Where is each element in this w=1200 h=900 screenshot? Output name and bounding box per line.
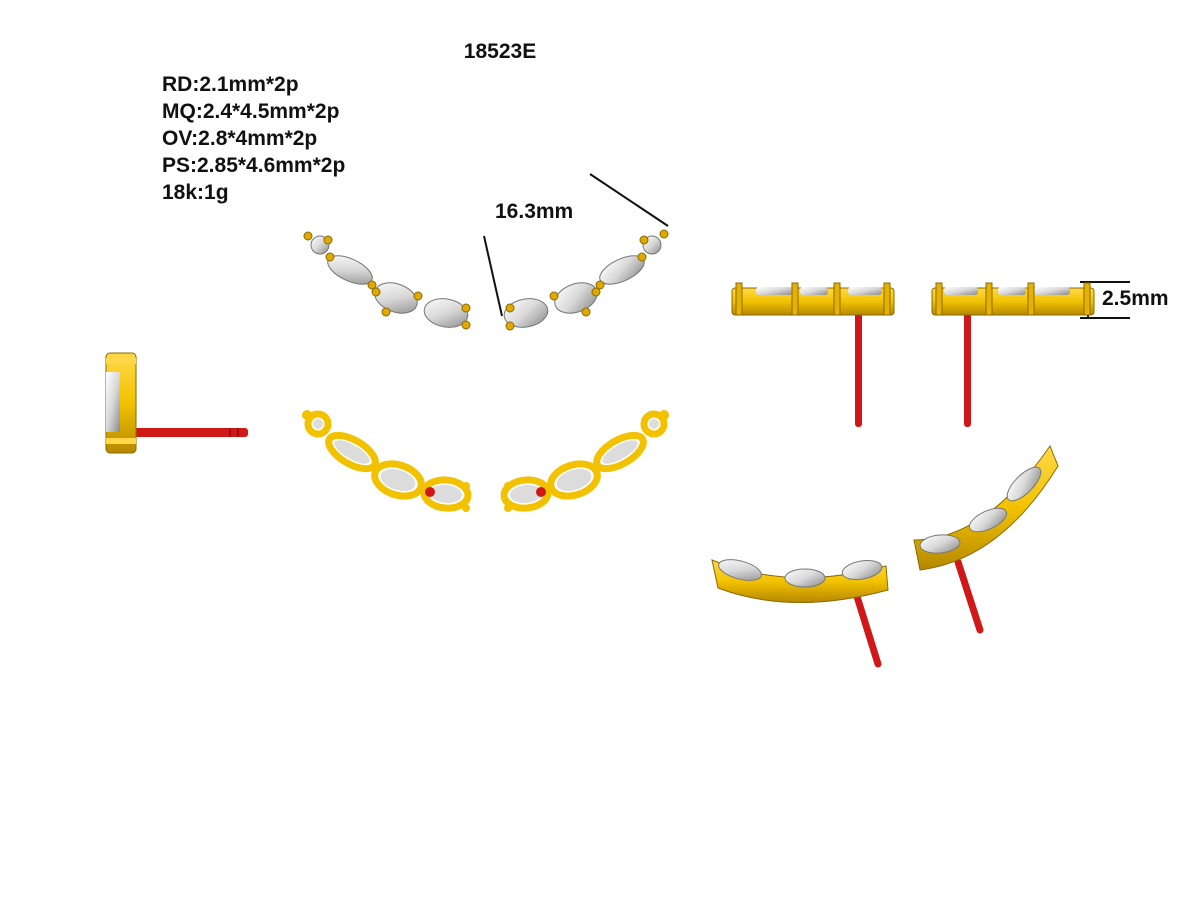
earring-post — [133, 428, 248, 437]
spec-marquise-stone: MQ:2.4*4.5mm*2p — [162, 100, 340, 123]
earring-post — [954, 558, 984, 634]
perspective-view-right-earring — [913, 444, 1059, 634]
oval-stone — [374, 282, 418, 314]
side-view-stones — [106, 372, 120, 432]
product-code: 18523E — [463, 40, 537, 63]
length-dimension-line-right — [589, 173, 669, 227]
front-view-right-earring — [503, 229, 669, 331]
earring-post — [851, 586, 882, 668]
post-position — [536, 487, 546, 497]
length-dimension-line-left — [483, 235, 503, 317]
post-position — [425, 487, 435, 497]
perspective-view-left-earring — [711, 559, 889, 668]
earring-post — [855, 312, 862, 427]
earring-post — [964, 312, 971, 427]
oval-stone — [554, 282, 598, 314]
profile-view-right-earring — [931, 282, 1095, 427]
back-view-left-earring — [302, 410, 472, 512]
spec-pear-stone: PS:2.85*4.6mm*2p — [162, 154, 346, 177]
height-dimension-label: 2.5mm — [1102, 287, 1169, 310]
length-dimension-label: 16.3mm — [495, 200, 574, 223]
front-view-left-earring — [303, 231, 471, 330]
pear-stone — [503, 298, 549, 328]
pear-stone — [423, 298, 469, 328]
spec-list: RD:2.1mm*2p MQ:2.4*4.5mm*2p OV:2.8*4mm*2… — [162, 71, 345, 206]
side-view — [105, 352, 248, 454]
spec-metal-weight: 18k:1g — [162, 181, 229, 204]
profile-view-left-earring — [731, 282, 895, 427]
spec-round-stone: RD:2.1mm*2p — [162, 73, 299, 96]
spec-oval-stone: OV:2.8*4mm*2p — [162, 127, 318, 150]
back-view-right-earring — [500, 410, 669, 512]
